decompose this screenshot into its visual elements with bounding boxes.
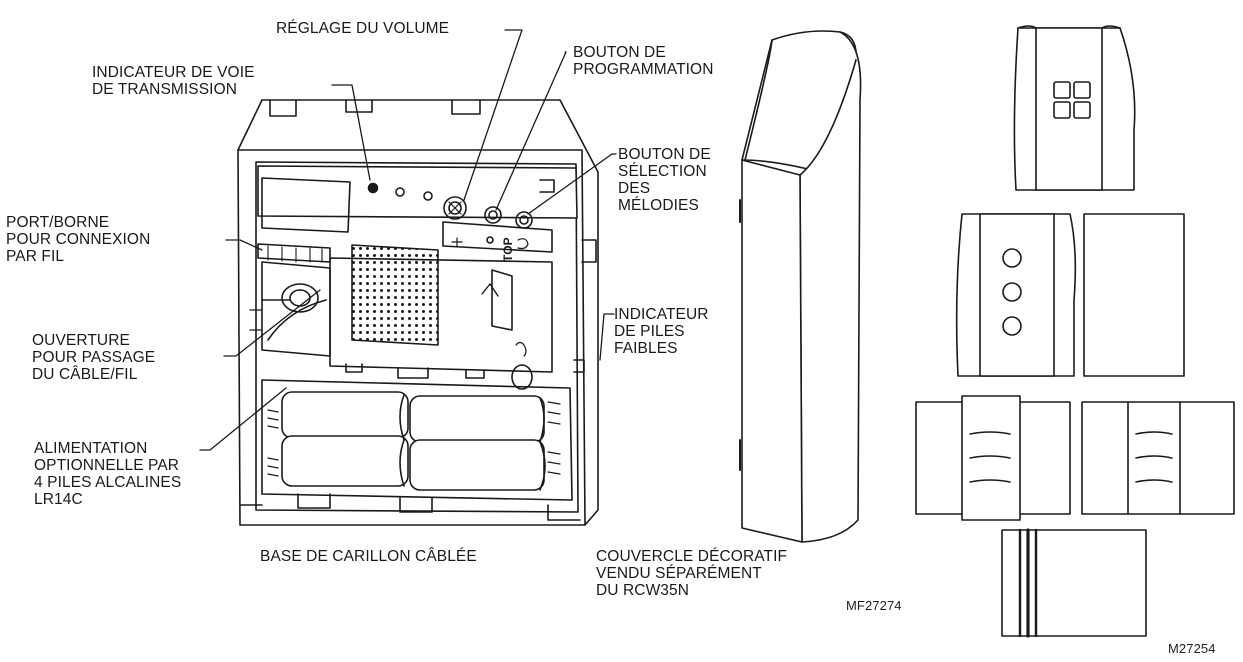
- cover-variant-three-dots: [955, 213, 1077, 377]
- leader-lines: [199, 29, 617, 451]
- label-ouverture: OUVERTURE POUR PASSAGE DU CÂBLE/FIL: [32, 332, 156, 383]
- decorative-cover: [739, 30, 862, 543]
- figure-code-right: M27254: [1168, 641, 1216, 656]
- label-port-borne: PORT/BORNE POUR CONNEXION PAR FIL: [6, 214, 151, 265]
- figure-code-left: MF27274: [846, 598, 902, 613]
- label-base-carillon: BASE DE CARILLON CÂBLÉE: [260, 548, 477, 565]
- cover-variant-plain: [1083, 213, 1185, 377]
- label-indicateur-piles: INDICATEUR DE PILES FAIBLES: [614, 306, 709, 357]
- label-indicateur-voie: INDICATEUR DE VOIE DE TRANSMISSION: [92, 64, 255, 98]
- cover-variant-slots-left: [915, 395, 1071, 521]
- cover-variant-slots-right: [1081, 401, 1235, 515]
- label-bouton-selection: BOUTON DE SÉLECTION DES MÉLODIES: [618, 146, 711, 214]
- cover-variant-stripes: [1001, 528, 1147, 638]
- label-alimentation: ALIMENTATION OPTIONNELLE PAR 4 PILES ALC…: [34, 440, 182, 508]
- device-top-marking: TOP: [501, 237, 515, 262]
- label-couvercle: COUVERCLE DÉCORATIF VENDU SÉPARÉMENT DU …: [596, 548, 788, 599]
- cover-variant-square-buttons: [1013, 25, 1136, 191]
- label-reglage-volume: RÉGLAGE DU VOLUME: [276, 20, 450, 37]
- chime-base: [237, 99, 599, 526]
- label-bouton-programmation: BOUTON DE PROGRAMMATION: [573, 44, 714, 78]
